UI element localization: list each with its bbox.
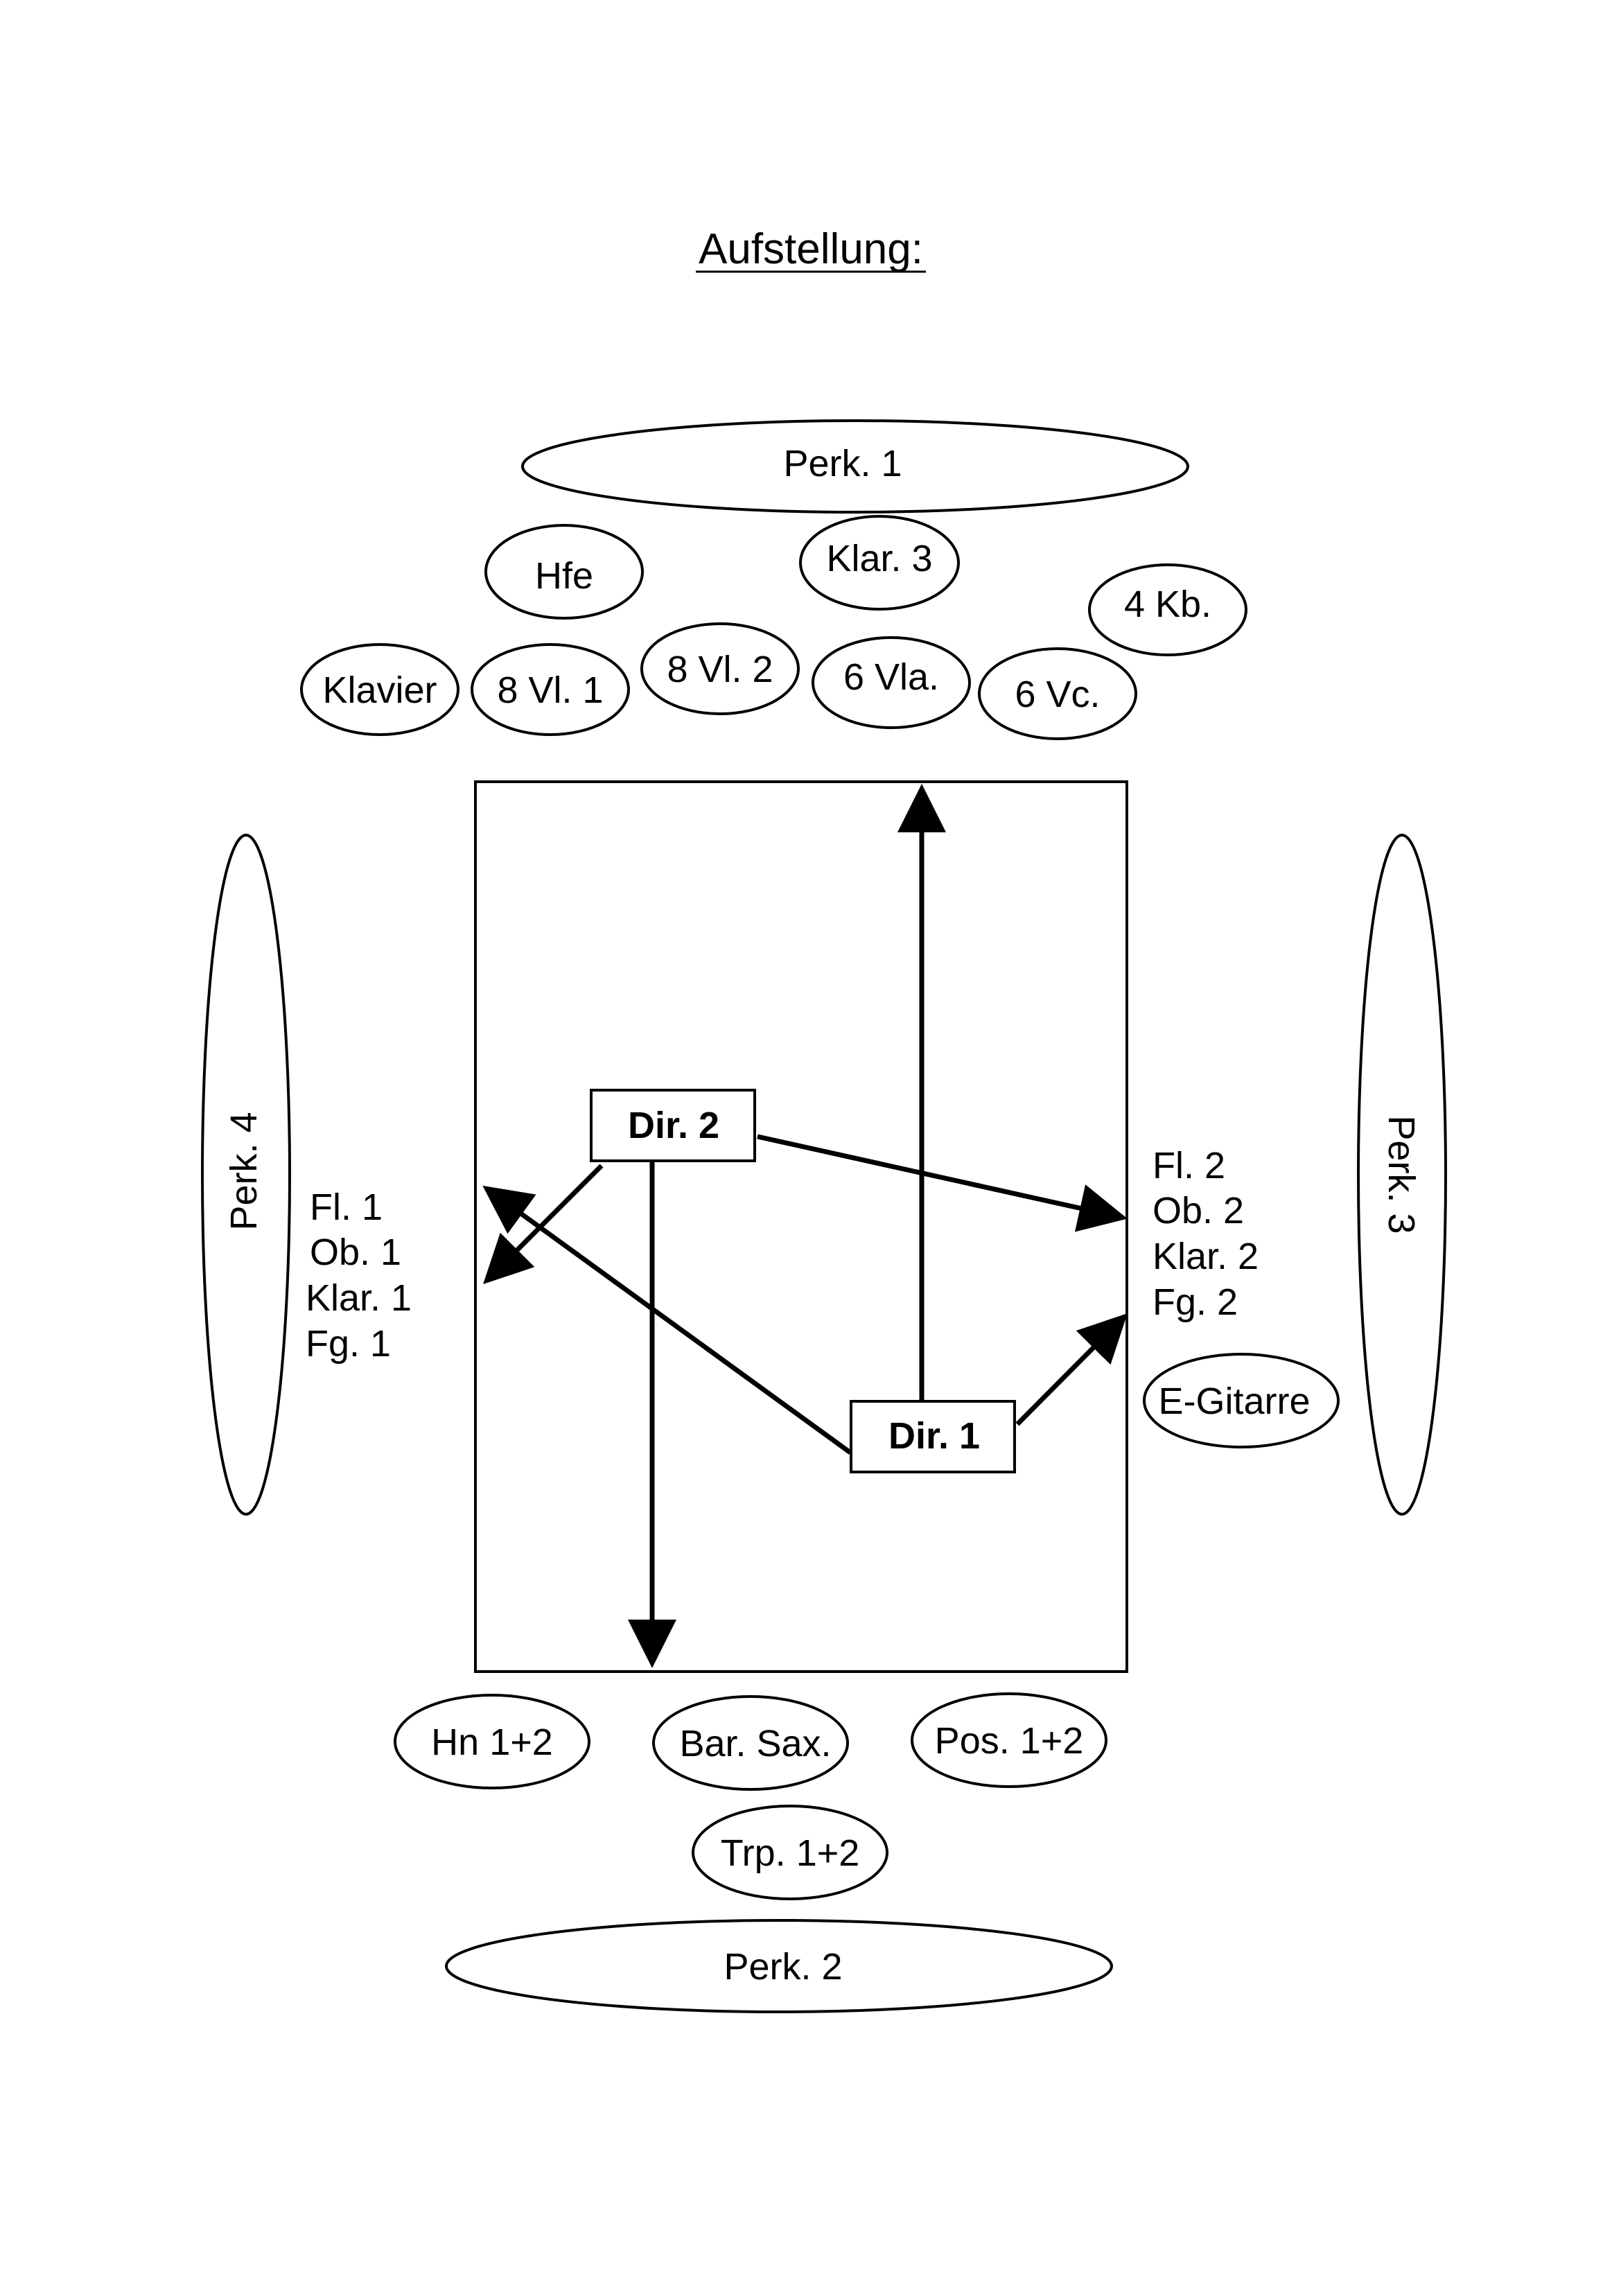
ensemble-posaune: Pos. 1+2	[911, 1692, 1107, 1788]
svg-text:Dir. 2: Dir. 2	[628, 1105, 719, 1146]
ensemble-viola: 6 Vla.	[812, 636, 971, 729]
ensemble-barsax: Bar. Sax.	[652, 1695, 849, 1791]
conductor-dir1: Dir. 1	[850, 1400, 1016, 1473]
svg-text:Hfe: Hfe	[535, 555, 593, 597]
svg-text:Bar. Sax.: Bar. Sax.	[679, 1723, 831, 1764]
arrow-dir2-left	[483, 1164, 604, 1284]
svg-text:Trp. 1+2: Trp. 1+2	[721, 1832, 860, 1874]
direction-arrows	[482, 784, 1128, 1668]
ensemble-perk3: Perk. 3	[1357, 834, 1447, 1516]
svg-text:Klar. 3: Klar. 3	[826, 538, 932, 579]
ensemble-harp: Hfe	[484, 524, 644, 620]
ensemble-perk1: Perk. 1	[521, 419, 1189, 514]
svg-text:E-Gitarre: E-Gitarre	[1158, 1381, 1310, 1422]
ensemble-perk4: Perk. 4	[201, 834, 291, 1516]
svg-text:8 Vl. 1: 8 Vl. 1	[497, 669, 603, 711]
woodwinds-left: Fl. 1 Ob. 1 Klar. 1 Fg. 1	[306, 1186, 412, 1365]
right-group-item: Ob. 2	[1153, 1190, 1244, 1232]
ensemble-klavier: Klavier	[300, 643, 459, 736]
central-area	[474, 780, 1128, 1673]
ensemble-egitarre: E-Gitarre	[1143, 1353, 1340, 1448]
conductor-dir2: Dir. 2	[590, 1089, 756, 1162]
left-group-item: Ob. 1	[310, 1232, 401, 1273]
page-title: Aufstellung:	[699, 225, 923, 273]
arrow-dir1-left	[482, 1185, 852, 1455]
svg-text:Klavier: Klavier	[322, 669, 437, 711]
ensemble-trumpets: Trp. 1+2	[692, 1805, 888, 1900]
right-group-item: Fg. 2	[1153, 1281, 1238, 1323]
svg-text:Dir. 1: Dir. 1	[888, 1415, 980, 1457]
ensemble-perk2: Perk. 2	[445, 1919, 1113, 2013]
svg-text:4 Kb.: 4 Kb.	[1124, 584, 1211, 625]
svg-text:Perk. 3: Perk. 3	[1381, 1115, 1422, 1234]
ensemble-klar3: Klar. 3	[799, 515, 960, 611]
svg-text:6 Vla.: 6 Vla.	[843, 656, 939, 698]
arrow-dir1-right	[1015, 1313, 1128, 1426]
right-group-item: Fl. 2	[1153, 1145, 1225, 1186]
svg-text:Hn 1+2: Hn 1+2	[431, 1721, 553, 1763]
ensemble-violin1: 8 Vl. 1	[471, 643, 630, 736]
svg-text:Perk. 1: Perk. 1	[783, 443, 902, 484]
right-group-item: Klar. 2	[1153, 1236, 1259, 1277]
ensemble-horns: Hn 1+2	[394, 1694, 590, 1789]
arrow-dir2-right	[757, 1134, 1128, 1232]
left-group-item: Fg. 1	[306, 1323, 391, 1365]
svg-text:Perk. 2: Perk. 2	[724, 1946, 842, 1988]
ensemble-kontrabass: 4 Kb.	[1088, 563, 1247, 656]
left-group-item: Fl. 1	[310, 1186, 383, 1228]
ensemble-violin2: 8 Vl. 2	[640, 622, 800, 715]
left-group-item: Klar. 1	[306, 1277, 412, 1319]
svg-text:6 Vc.: 6 Vc.	[1015, 674, 1100, 715]
woodwinds-right: Fl. 2 Ob. 2 Klar. 2 Fg. 2	[1153, 1145, 1259, 1323]
svg-text:Perk. 4: Perk. 4	[223, 1112, 265, 1230]
ensemble-cello: 6 Vc.	[978, 647, 1137, 740]
svg-text:Pos. 1+2: Pos. 1+2	[935, 1720, 1084, 1762]
svg-text:8 Vl. 2: 8 Vl. 2	[667, 649, 773, 690]
